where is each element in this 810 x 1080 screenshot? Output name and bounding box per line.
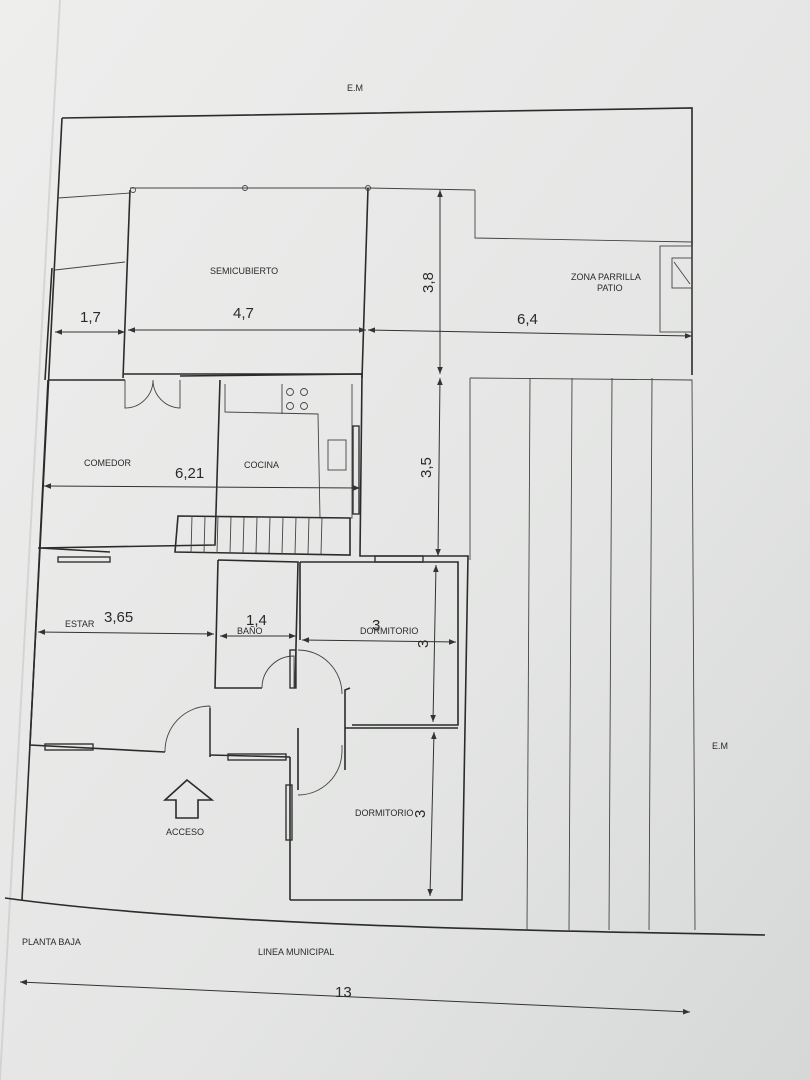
top-neighbor-label: E.M <box>347 83 363 93</box>
dim-line-3-h2 <box>427 731 437 897</box>
bath-door <box>261 655 295 689</box>
side-neighbor-label: E.M <box>712 741 728 751</box>
dim-text-6-21: 6,21 <box>175 465 204 482</box>
dim-text-3-8: 3,8 <box>420 272 437 293</box>
window-top <box>374 555 424 563</box>
semicubierto-walls <box>44 187 369 381</box>
room-comedor: COMEDOR <box>84 458 132 468</box>
cooktop-icon <box>286 388 308 410</box>
street-line-label: LINEA MUNICIPAL <box>258 947 334 957</box>
room-semicubierto: SEMICUBIERTO <box>210 266 278 276</box>
dim-line-6-21 <box>43 483 361 491</box>
dim-line-3-h1 <box>430 564 439 723</box>
paper-fold <box>0 0 61 1080</box>
dim-text-1-4: 1,4 <box>246 612 267 629</box>
access-arrow-icon <box>162 778 215 819</box>
access-label: ACCESO <box>166 827 204 837</box>
dim-text-3-dorm2-h: 3 <box>412 810 429 818</box>
room-zona-parrilla: ZONA PARRILLA <box>571 272 641 282</box>
window-dorm1 <box>289 649 297 689</box>
main-door <box>164 705 211 755</box>
dim-text-3-dorm1-w: 3 <box>372 617 380 634</box>
dim-text-3-dorm1-h: 3 <box>415 640 432 648</box>
room-estar: ESTAR <box>65 619 95 629</box>
stairs <box>174 515 351 556</box>
room-patio: PATIO <box>597 283 623 293</box>
window-hall <box>227 753 287 761</box>
room-bano: BAÑO <box>237 626 263 636</box>
dining-door <box>124 379 181 409</box>
sink-icon <box>327 439 347 471</box>
bedroom-door <box>297 649 343 695</box>
dim-line-6-4 <box>367 327 693 339</box>
window-dorm2 <box>285 784 293 841</box>
dim-text-3-5: 3,5 <box>418 457 435 478</box>
kitchen-counter <box>224 384 353 519</box>
dim-text-1-7: 1,7 <box>80 309 101 326</box>
dim-line-3-5 <box>435 377 443 557</box>
dim-text-3-65: 3,65 <box>104 609 133 626</box>
room-dormitorio-1: DORMITORIO <box>360 626 418 636</box>
bedroom2-door <box>297 745 343 796</box>
room-cocina: COCINA <box>244 460 279 470</box>
window-estar <box>44 743 94 751</box>
dim-line-13 <box>19 979 691 1015</box>
dim-line-3-65 <box>37 629 215 637</box>
window-dining <box>57 556 111 563</box>
room-dormitorio-2: DORMITORIO <box>355 808 413 818</box>
dim-line-3-w <box>301 637 457 645</box>
back-yard-lines <box>54 187 693 271</box>
dim-text-4-7: 4,7 <box>233 305 254 322</box>
dim-text-13: 13 <box>335 984 352 1001</box>
kitchen-window <box>352 425 360 515</box>
plan-title: PLANTA BAJA <box>22 937 81 947</box>
dim-text-6-4: 6,4 <box>517 311 538 328</box>
parking-stripes <box>469 377 696 931</box>
